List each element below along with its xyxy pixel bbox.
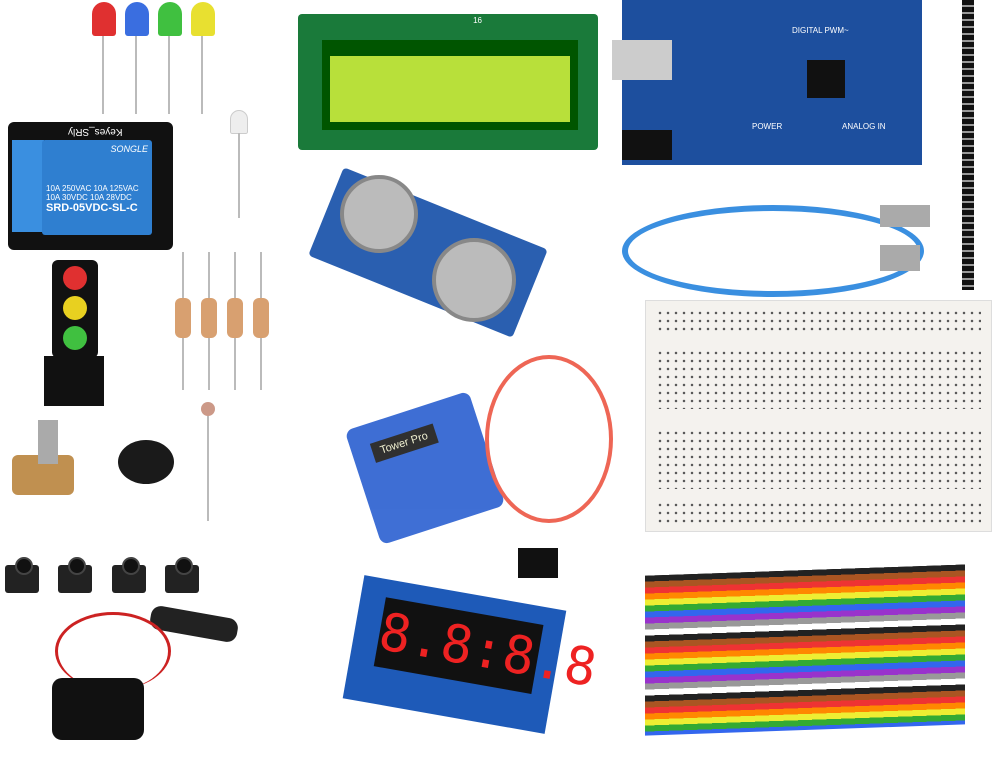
green-led <box>158 2 182 36</box>
seven-segment-digits: 8.8:8.8 <box>373 597 601 699</box>
ultrasonic-sensor <box>308 167 548 338</box>
relay-rating-2: 10A 30VDC 10A 28VDC <box>46 193 132 202</box>
relay-rating-1: 10A 250VAC 10A 125VAC <box>46 184 139 193</box>
jumper-wires <box>645 564 965 736</box>
relay-terminal <box>12 140 44 232</box>
ultrasonic-transducer <box>432 238 516 322</box>
lcd-screen <box>330 56 570 122</box>
relay-maker: SONGLE <box>110 144 148 154</box>
arduino-analog-label: ANALOG IN <box>842 122 886 131</box>
push-button <box>5 557 39 593</box>
servo-brand-label: Tower Pro <box>369 423 439 463</box>
push-button <box>165 557 199 593</box>
buzzer <box>118 440 174 484</box>
pin-header <box>962 0 974 290</box>
servo-motor: Tower Pro <box>344 390 506 546</box>
battery-wires <box>55 612 171 690</box>
arduino-digital-label: DIGITAL PWM~ <box>792 26 849 35</box>
usb-cable <box>622 205 924 297</box>
red-led <box>92 2 116 36</box>
arduino-uno-board: DIGITAL PWM~ POWER ANALOG IN <box>612 0 922 165</box>
servo-connector <box>518 548 558 578</box>
push-button <box>58 557 92 593</box>
blue-led <box>125 2 149 36</box>
servo-wire <box>485 355 613 523</box>
relay-brand-label: Keyes_SRly <box>68 126 123 137</box>
potentiometer-knob <box>38 420 58 464</box>
usb-a-plug <box>880 205 930 227</box>
tm1637-display-module: 8.8:8.8 <box>342 575 601 734</box>
lcd-pin-label: 16 <box>473 16 482 25</box>
push-button <box>112 557 146 593</box>
rgb-led <box>230 110 248 134</box>
traffic-light-base <box>44 356 104 406</box>
ultrasonic-transducer <box>340 175 418 253</box>
yellow-led <box>191 2 215 36</box>
relay-body: SONGLE 10A 250VAC 10A 125VAC 10A 30VDC 1… <box>42 140 152 235</box>
traffic-light-module <box>52 260 98 358</box>
battery-clip <box>52 678 144 740</box>
arduino-power-label: POWER <box>752 122 783 131</box>
relay-model: SRD-05VDC-SL-C <box>46 202 138 214</box>
breadboard <box>645 300 992 532</box>
photoresistor <box>201 402 215 416</box>
usb-b-plug <box>880 245 920 271</box>
